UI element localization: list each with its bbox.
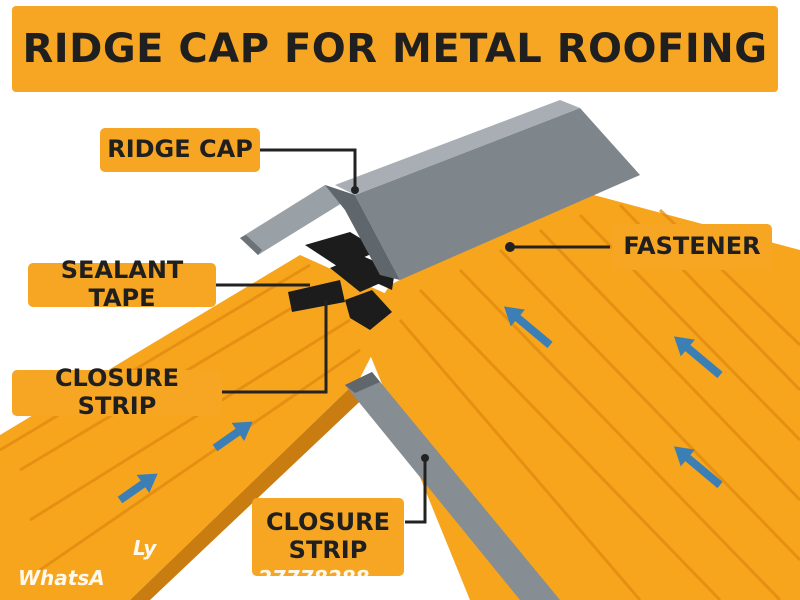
leader-ridge-cap <box>260 148 357 190</box>
title-banner: RIDGE CAP FOR METAL ROOFING <box>12 6 778 92</box>
leader-lines <box>215 148 610 524</box>
label-ridge-cap: RIDGE CAP <box>100 128 260 172</box>
right-panel-ribs <box>398 203 800 600</box>
label-closure-strip-left: CLOSURE STRIP <box>12 365 222 420</box>
label-sealant-tape: SEALANT TAPE <box>28 257 216 312</box>
leader-closure-strip-bottom <box>405 458 427 524</box>
watermark-line2-right: 27778288 <box>258 566 370 590</box>
label-fastener-text: FASTENER <box>623 232 761 261</box>
direction-arrow-icon <box>674 336 723 379</box>
left-panel-edge <box>130 378 372 600</box>
direction-arrow-icon <box>674 446 723 489</box>
label-fastener: FASTENER <box>612 224 772 270</box>
label-closure-strip-bottom: CLOSURE STRIP <box>252 498 404 576</box>
label-closure-strip-bottom-line2: STRIP <box>288 536 368 564</box>
label-closure-strip-left-text: CLOSURE STRIP <box>54 364 180 420</box>
sealant-tape <box>288 232 395 330</box>
closure-strip-dot <box>421 454 429 462</box>
direction-arrow-icon <box>504 306 553 349</box>
direction-arrow-icon <box>212 421 253 452</box>
fastener-dot <box>505 242 515 252</box>
label-ridge-cap-text: RIDGE CAP <box>107 135 253 164</box>
watermark-line2-left: WhatsA <box>18 566 105 590</box>
direction-arrow-icon <box>117 473 158 504</box>
lower-closure-strip <box>345 372 560 600</box>
lower-closure-strip-shade <box>345 372 380 393</box>
page-title: RIDGE CAP FOR METAL ROOFING <box>22 26 768 72</box>
ridge-cap-dot <box>351 186 359 194</box>
leader-closure-strip-left <box>222 300 328 394</box>
direction-arrows <box>117 306 723 504</box>
left-roof-panel <box>0 255 400 600</box>
ridge-cap <box>240 100 640 280</box>
label-sealant-tape-text: SEALANT TAPE <box>60 256 184 312</box>
watermark-line1: Ly <box>133 536 157 560</box>
label-closure-strip-bottom-line1: CLOSURE <box>265 508 391 537</box>
